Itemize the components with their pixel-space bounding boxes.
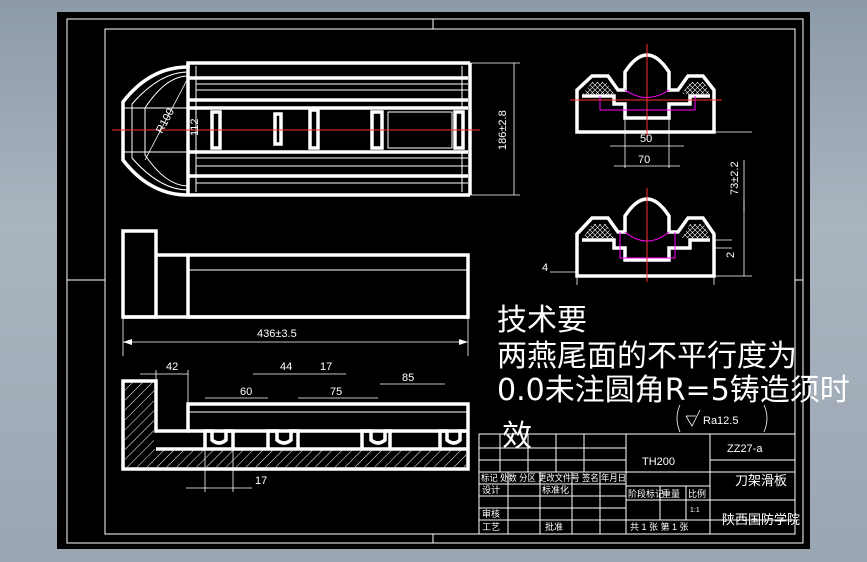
stage-label: 阶段标记 (628, 488, 664, 499)
model-label: TH200 (642, 456, 675, 468)
inner-frame (104, 28, 796, 535)
dim-17b: 17 (255, 475, 267, 487)
sheet-count: 共 1 张 第 1 张 (630, 521, 689, 532)
scale-label: 比例 (688, 488, 706, 499)
weight-label: 重量 (662, 488, 680, 499)
design-label: 设计 (482, 484, 500, 495)
approve-label: 批准 (545, 521, 563, 532)
section-view: 42 44 17 85 60 75 17 (121, 361, 470, 492)
roughness-value: Ra12.5 (703, 415, 738, 427)
dim-4: 4 (542, 262, 548, 274)
dim-85: 85 (402, 372, 414, 384)
title-block: TH200 ZZ27-a 刀架滑板 陕西国防学院 标记 处数 分区 更改文件号 … (478, 433, 800, 535)
part-name: 刀架滑板 (735, 473, 787, 488)
dim-436: 436±3.5 (257, 328, 297, 340)
surface-roughness-symbol: Ra12.5 (676, 404, 768, 433)
revision-header: 标记 处数 分区 更改文件号 签名 年月日 (481, 472, 626, 483)
dim-186: 186±2.8 (497, 110, 509, 150)
standardize-label: 标准化 (542, 484, 569, 495)
drawing-number: ZZ27-a (727, 443, 763, 455)
dim-17a: 17 (320, 361, 332, 373)
top-view: R100 112 186±2.8 (112, 61, 520, 197)
dim-60: 60 (240, 386, 252, 398)
side-view-upper: 50 70 (570, 44, 722, 168)
notes-line-2: 0.0未注圆角R=5铸造须时 (497, 373, 850, 408)
dim-75: 75 (330, 386, 342, 398)
notes-line-1: 两燕尾面的不平行度为 (497, 339, 797, 374)
dim-r112: 112 (189, 118, 201, 136)
process-label: 工艺 (482, 522, 500, 532)
side-view-lower: 73±2.2 2 4 (542, 131, 752, 285)
dim-73: 73±2.2 (729, 161, 741, 195)
review-label: 审核 (482, 508, 500, 519)
sheet-tick-marks (67, 19, 803, 543)
school-name: 陕西国防学院 (722, 512, 800, 527)
dim-70: 70 (638, 154, 650, 166)
dim-42: 42 (166, 361, 178, 373)
dim-50: 50 (640, 133, 652, 145)
notes-heading: 技术要 (497, 303, 587, 338)
front-view: 436±3.5 (121, 229, 470, 356)
scale-value: 1:1 (690, 507, 700, 514)
outer-frame (66, 18, 804, 544)
dim-2: 2 (725, 252, 737, 258)
dim-44: 44 (280, 361, 292, 373)
